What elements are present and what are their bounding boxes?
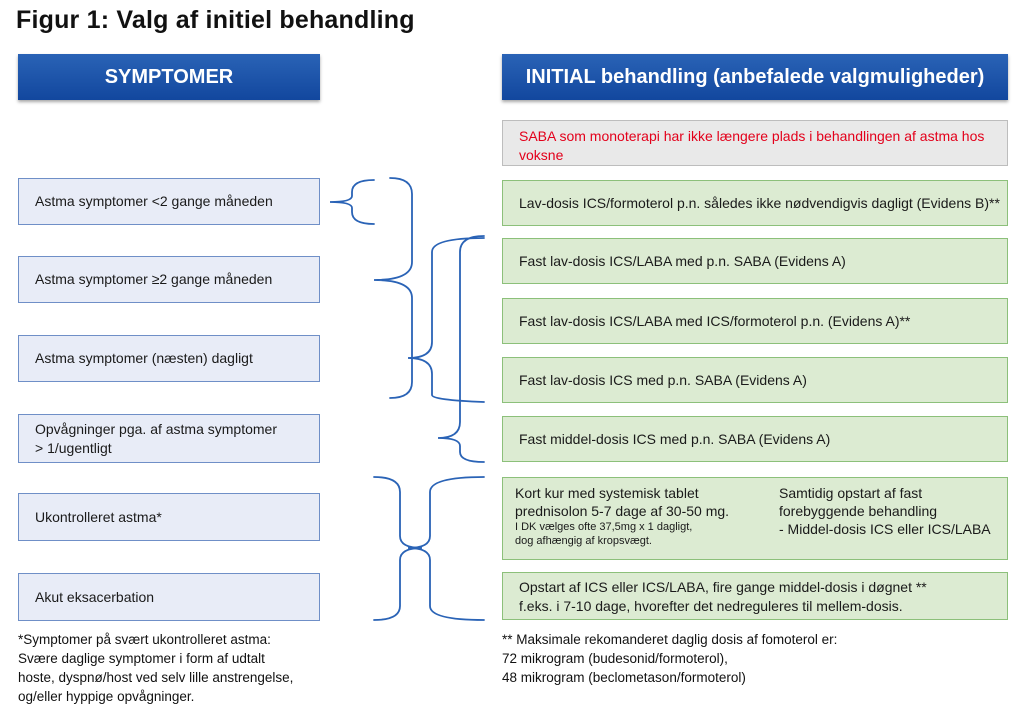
treatment-box-3: Fast lav-dosis ICS/LABA med ICS/formoter… (502, 298, 1008, 344)
symptom-box-1: Astma symptomer <2 gange måneden (18, 178, 320, 225)
treatment-box-5: Fast middel-dosis ICS med p.n. SABA (Evi… (502, 416, 1008, 462)
footnote-left-line: hoste, dyspnø/host ved selv lille anstre… (18, 670, 294, 685)
footnote-right-line: 72 mikrogram (budesonid/formoterol), (502, 651, 728, 666)
systemic-note-1: I DK vælges ofte 37,5mg x 1 dagligt, (515, 521, 693, 533)
symptom-box-4: Opvågninger pga. af astma symptomer > 1/… (18, 414, 320, 463)
concurrent-line-2: forebyggende behandling (779, 503, 938, 519)
acute-line-1: Opstart af ICS eller ICS/LABA, fire gang… (519, 579, 927, 595)
concurrent-line-3: - Middel-dosis ICS eller ICS/LABA (779, 521, 991, 537)
systemic-line-2: prednisolon 5-7 dage af 30-50 mg. (515, 503, 730, 519)
concurrent-line-1: Samtidig opstart af fast (779, 485, 923, 501)
bracket-5-right (373, 476, 423, 621)
bracket-1-left (329, 179, 375, 225)
bracket-6-left (407, 476, 485, 621)
footnote-left-line: Svære daglige symptomer i form af udtalt (18, 651, 265, 666)
figure-title: Figur 1: Valg af initiel behandling (16, 6, 415, 34)
treatment-box-4: Fast lav-dosis ICS med p.n. SABA (Eviden… (502, 357, 1008, 403)
systemic-line-1: Kort kur med systemisk tablet (515, 485, 699, 501)
treatment-box-acute: Opstart af ICS eller ICS/LABA, fire gang… (502, 572, 1008, 620)
systemic-course-text: Kort kur med systemisk tablet prednisolo… (515, 484, 765, 548)
treatment-box-1: Lav-dosis ICS/formoterol p.n. således ik… (502, 180, 1008, 226)
footnote-left-line: og/eller hyppige opvågninger. (18, 689, 195, 704)
treatment-box-2: Fast lav-dosis ICS/LABA med p.n. SABA (E… (502, 238, 1008, 284)
concurrent-start-text: Samtidig opstart af fast forebyggende be… (779, 484, 1005, 538)
symptoms-header: SYMPTOMER (18, 54, 320, 100)
footnote-right-line: 48 mikrogram (beclometason/formoterol) (502, 670, 746, 685)
saba-warning: SABA som monoterapi har ikke længere pla… (502, 120, 1008, 166)
bracket-3-left (407, 237, 485, 403)
footnote-left: *Symptomer på svært ukontrolleret astma:… (18, 630, 348, 706)
systemic-note-2: dog afhængig af kropsvægt. (515, 535, 652, 547)
treatment-header: INITIAL behandling (anbefalede valgmulig… (502, 54, 1008, 100)
bracket-4-left (437, 235, 485, 463)
symptom-box-2: Astma symptomer ≥2 gange måneden (18, 256, 320, 303)
footnote-right-line: ** Maksimale rekomanderet daglig dosis a… (502, 632, 838, 647)
footnote-left-line: *Symptomer på svært ukontrolleret astma: (18, 632, 271, 647)
bracket-2-right (373, 177, 413, 399)
treatment-box-systemic: Kort kur med systemisk tablet prednisolo… (502, 477, 1008, 560)
footnote-right: ** Maksimale rekomanderet daglig dosis a… (502, 630, 1008, 687)
symptom-box-3: Astma symptomer (næsten) dagligt (18, 335, 320, 382)
symptom-box-6: Akut eksacerbation (18, 573, 320, 621)
symptom-box-5: Ukontrolleret astma* (18, 493, 320, 541)
acute-line-2: f.eks. i 7-10 dage, hvorefter det nedreg… (519, 598, 903, 614)
